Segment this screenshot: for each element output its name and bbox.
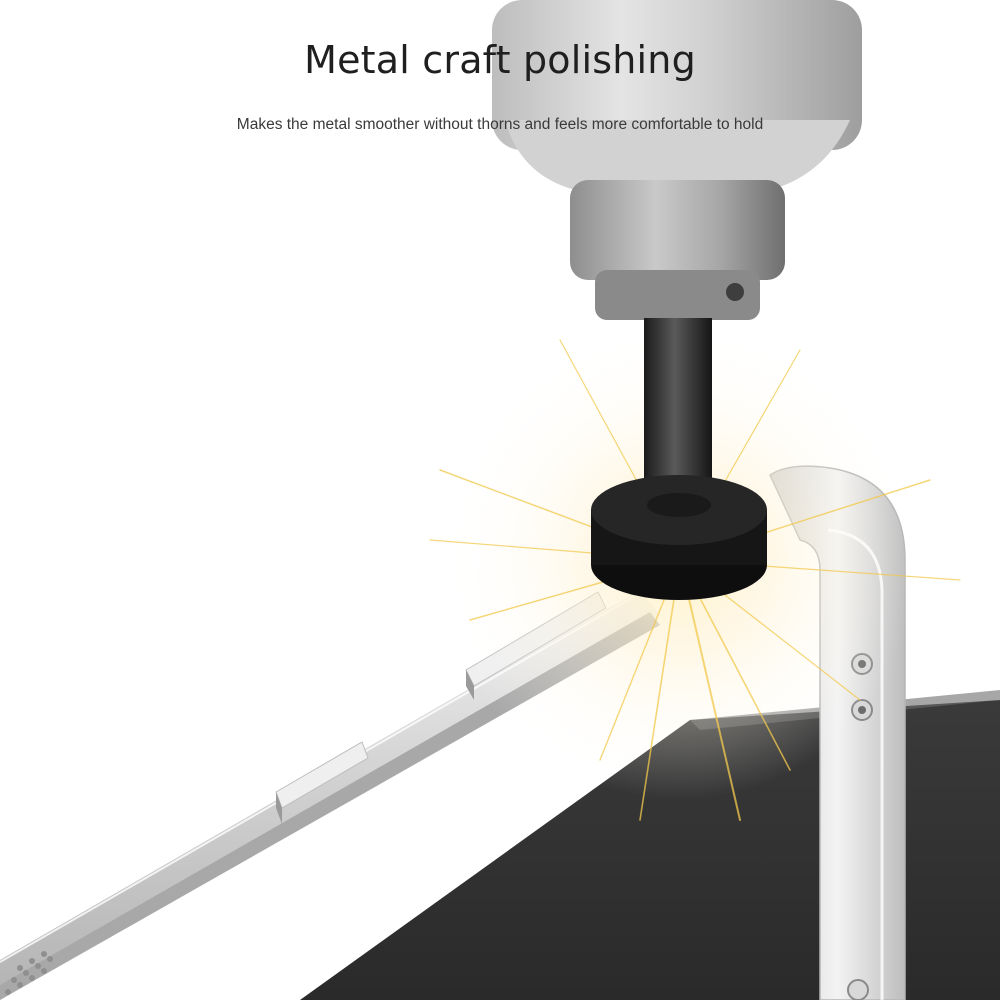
page-subtitle: Makes the metal smoother without thorns …	[236, 116, 764, 133]
page-title: Metal craft polishing	[304, 38, 696, 82]
drill-icon	[492, 0, 862, 600]
polishing-pad-icon	[591, 475, 767, 600]
